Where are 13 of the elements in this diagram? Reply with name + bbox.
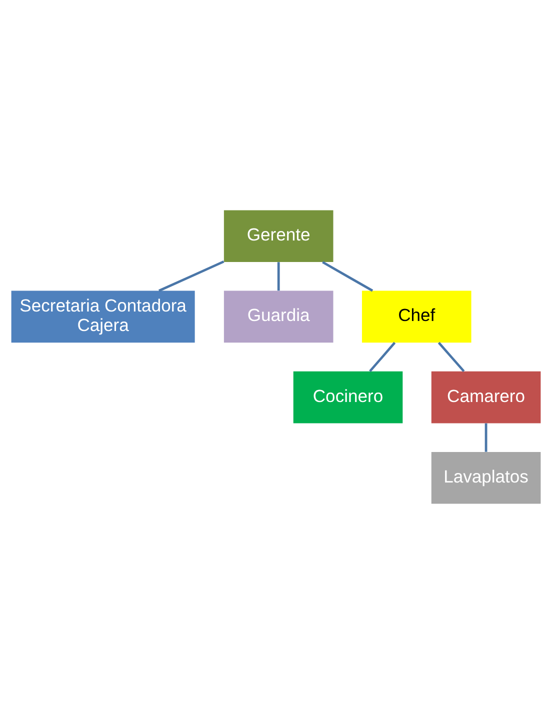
connector [322, 260, 374, 292]
node-box: Camarero [431, 370, 541, 423]
connector [484, 422, 488, 452]
connector [438, 341, 465, 372]
node-box: Chef [362, 290, 472, 342]
node-box: Cocinero [293, 370, 403, 423]
node-box: Gerente [224, 210, 334, 262]
connector [277, 262, 280, 290]
node-box: Secretaria Contadora Cajera [11, 290, 195, 342]
node-box: Guardia [224, 290, 334, 342]
connector [369, 341, 396, 372]
node-box: Lavaplatos [431, 451, 541, 504]
connector [158, 260, 224, 292]
